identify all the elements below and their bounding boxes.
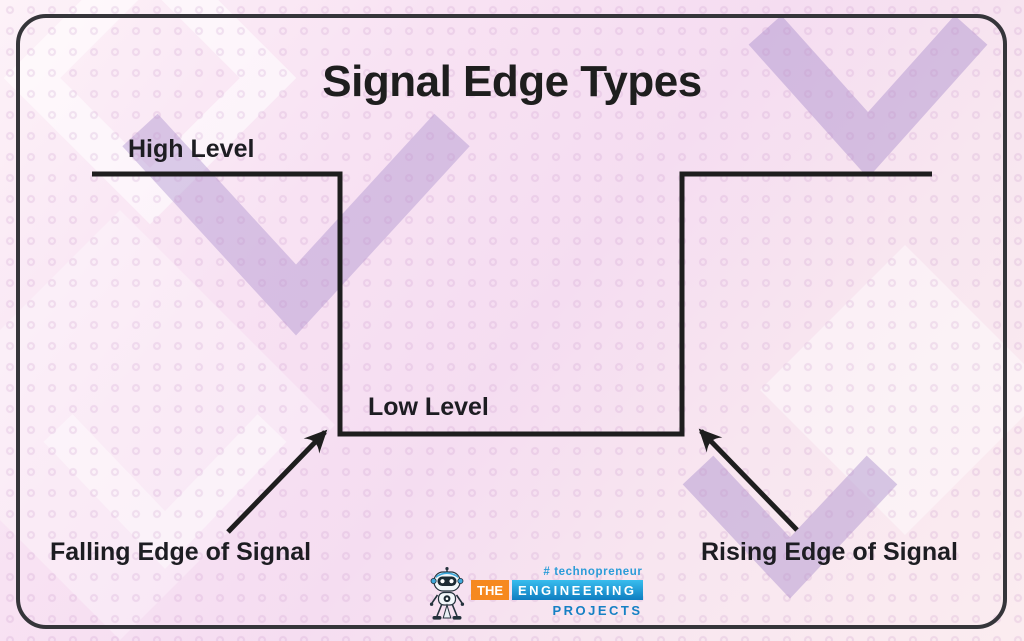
bg-chevron-topright bbox=[748, 15, 988, 178]
bg-diamond-bottomleft bbox=[0, 210, 335, 640]
logo-the-badge: THE bbox=[471, 580, 509, 600]
logo-projects-label: PROJECTS bbox=[552, 603, 643, 618]
border-frame bbox=[16, 14, 1007, 629]
bg-chevron-bottomleft bbox=[43, 414, 287, 569]
brand-logo: # technopreneur THE ENGINEERING PROJECTS bbox=[427, 566, 643, 624]
bg-chevron-left bbox=[122, 113, 470, 336]
falling-edge-label: Falling Edge of Signal bbox=[50, 538, 312, 566]
logo-badges-row: THE ENGINEERING bbox=[471, 580, 643, 600]
low-level-label: Low Level bbox=[368, 393, 489, 421]
rising-edge-arrow bbox=[698, 428, 799, 532]
bg-chevron-bottomright bbox=[682, 455, 898, 599]
bg-diamond-topleft bbox=[3, 0, 297, 225]
logo-tagline: # technopreneur bbox=[543, 566, 643, 578]
robot-icon bbox=[429, 567, 465, 620]
diagram-title: Signal Edge Types bbox=[322, 57, 702, 106]
high-level-label: High Level bbox=[128, 135, 255, 163]
signal-trace bbox=[92, 171, 932, 437]
rising-edge-label: Rising Edge of Signal bbox=[701, 538, 958, 566]
falling-edge-arrow bbox=[226, 429, 328, 534]
logo-engineering-badge: ENGINEERING bbox=[512, 580, 643, 600]
logo-text-block: # technopreneur THE ENGINEERING PROJECTS bbox=[471, 566, 643, 618]
bg-diamond-right bbox=[760, 245, 1024, 535]
